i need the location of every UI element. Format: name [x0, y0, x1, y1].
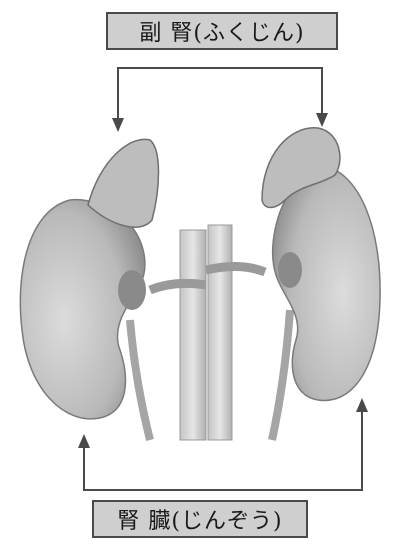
- adrenal-label-text: 副 腎(ふくじん): [139, 15, 304, 47]
- arrow-down-right-icon: [316, 113, 328, 127]
- arrow-up-left-icon: [78, 434, 90, 448]
- arrow-down-left-icon: [112, 118, 124, 132]
- left-kidney: [20, 200, 144, 419]
- adrenal-label: 副 腎(ふくじん): [106, 12, 338, 50]
- adrenal-pointer-lines: [112, 68, 328, 132]
- left-adrenal-gland: [88, 139, 159, 227]
- arrow-up-right-icon: [356, 398, 368, 412]
- kidney-label-text: 腎 臓(じんぞう): [117, 503, 282, 535]
- kidney-label: 腎 臓(じんぞう): [92, 500, 308, 538]
- aorta-and-vena-cava: [150, 225, 265, 440]
